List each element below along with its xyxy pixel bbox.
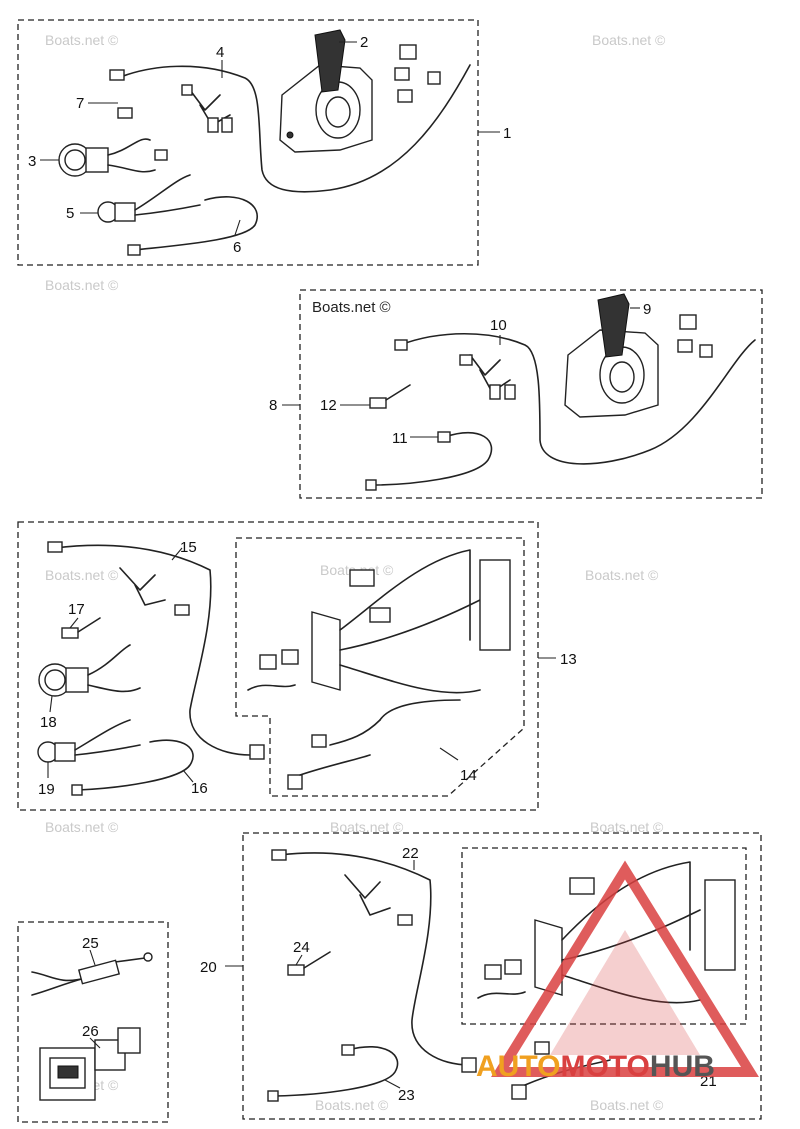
callout-13: 13	[560, 651, 577, 668]
callout-16: 16	[191, 780, 208, 797]
watermark: Boats.net ©	[315, 1097, 389, 1113]
watermark: Boats.net ©	[592, 32, 666, 48]
callout-18: 18	[40, 714, 57, 731]
callout-8: 8	[269, 397, 277, 414]
svg-text:AUTOMOTOHUB: AUTOMOTOHUB	[476, 1050, 715, 1083]
callout-9: 9	[643, 301, 651, 318]
watermark: Boats.net ©	[45, 32, 119, 48]
watermark: Boats.net ©	[330, 819, 404, 835]
callout-4: 4	[216, 44, 224, 61]
callout-19: 19	[38, 781, 55, 798]
callout-15: 15	[180, 539, 197, 556]
callout-5: 5	[66, 205, 74, 222]
logo-text-hub: HUB	[650, 1050, 715, 1083]
automotohub-logo: AUTOMOTOHUB	[476, 860, 759, 1083]
callout-2: 2	[360, 34, 368, 51]
callout-14: 14	[460, 767, 477, 784]
group-box-25-26	[17, 921, 169, 1123]
watermark: Boats.net ©	[45, 819, 119, 835]
watermark: Boats.net ©	[45, 277, 119, 293]
callout-7: 7	[76, 95, 84, 112]
logo-text-auto: AUTO	[476, 1050, 560, 1083]
group-box-21	[461, 847, 747, 1025]
group-box-8	[299, 289, 763, 499]
watermark: Boats.net ©	[585, 567, 659, 583]
group-25-26-parts	[31, 952, 153, 1101]
callout-3: 3	[28, 153, 36, 170]
callout-10: 10	[490, 317, 507, 334]
callout-25: 25	[82, 935, 99, 952]
callout-21: 21	[700, 1073, 717, 1090]
callout-22: 22	[402, 845, 419, 862]
callout-numbers: 1 2 3 4 5 6 7 8 9 10 11 12 13 14 15 16 1…	[28, 34, 717, 1104]
group-box-1	[17, 19, 479, 266]
callout-20: 20	[200, 959, 217, 976]
callout-24: 24	[293, 939, 310, 956]
callout-leaders	[40, 41, 640, 1089]
callout-17: 17	[68, 601, 85, 618]
logo-text-moto: MOTO	[560, 1050, 649, 1083]
watermark: Boats.net ©	[590, 819, 664, 835]
callout-1: 1	[503, 125, 511, 142]
watermark-header: Boats.net ©	[312, 299, 391, 316]
group-box-13	[17, 521, 539, 811]
callout-26: 26	[82, 1023, 99, 1040]
watermark: Boats.net ©	[45, 567, 119, 583]
watermark: Boats.net ©	[590, 1097, 664, 1113]
logo-triangle	[491, 860, 759, 1077]
group-8-parts	[365, 293, 756, 491]
callout-6: 6	[233, 239, 241, 256]
callout-23: 23	[398, 1087, 415, 1104]
group-13-parts	[37, 541, 511, 796]
group-1-parts	[58, 29, 471, 256]
group-box-20	[242, 832, 762, 1120]
callout-11: 11	[392, 430, 408, 447]
group-20-parts	[267, 849, 736, 1102]
callout-12: 12	[320, 397, 337, 414]
